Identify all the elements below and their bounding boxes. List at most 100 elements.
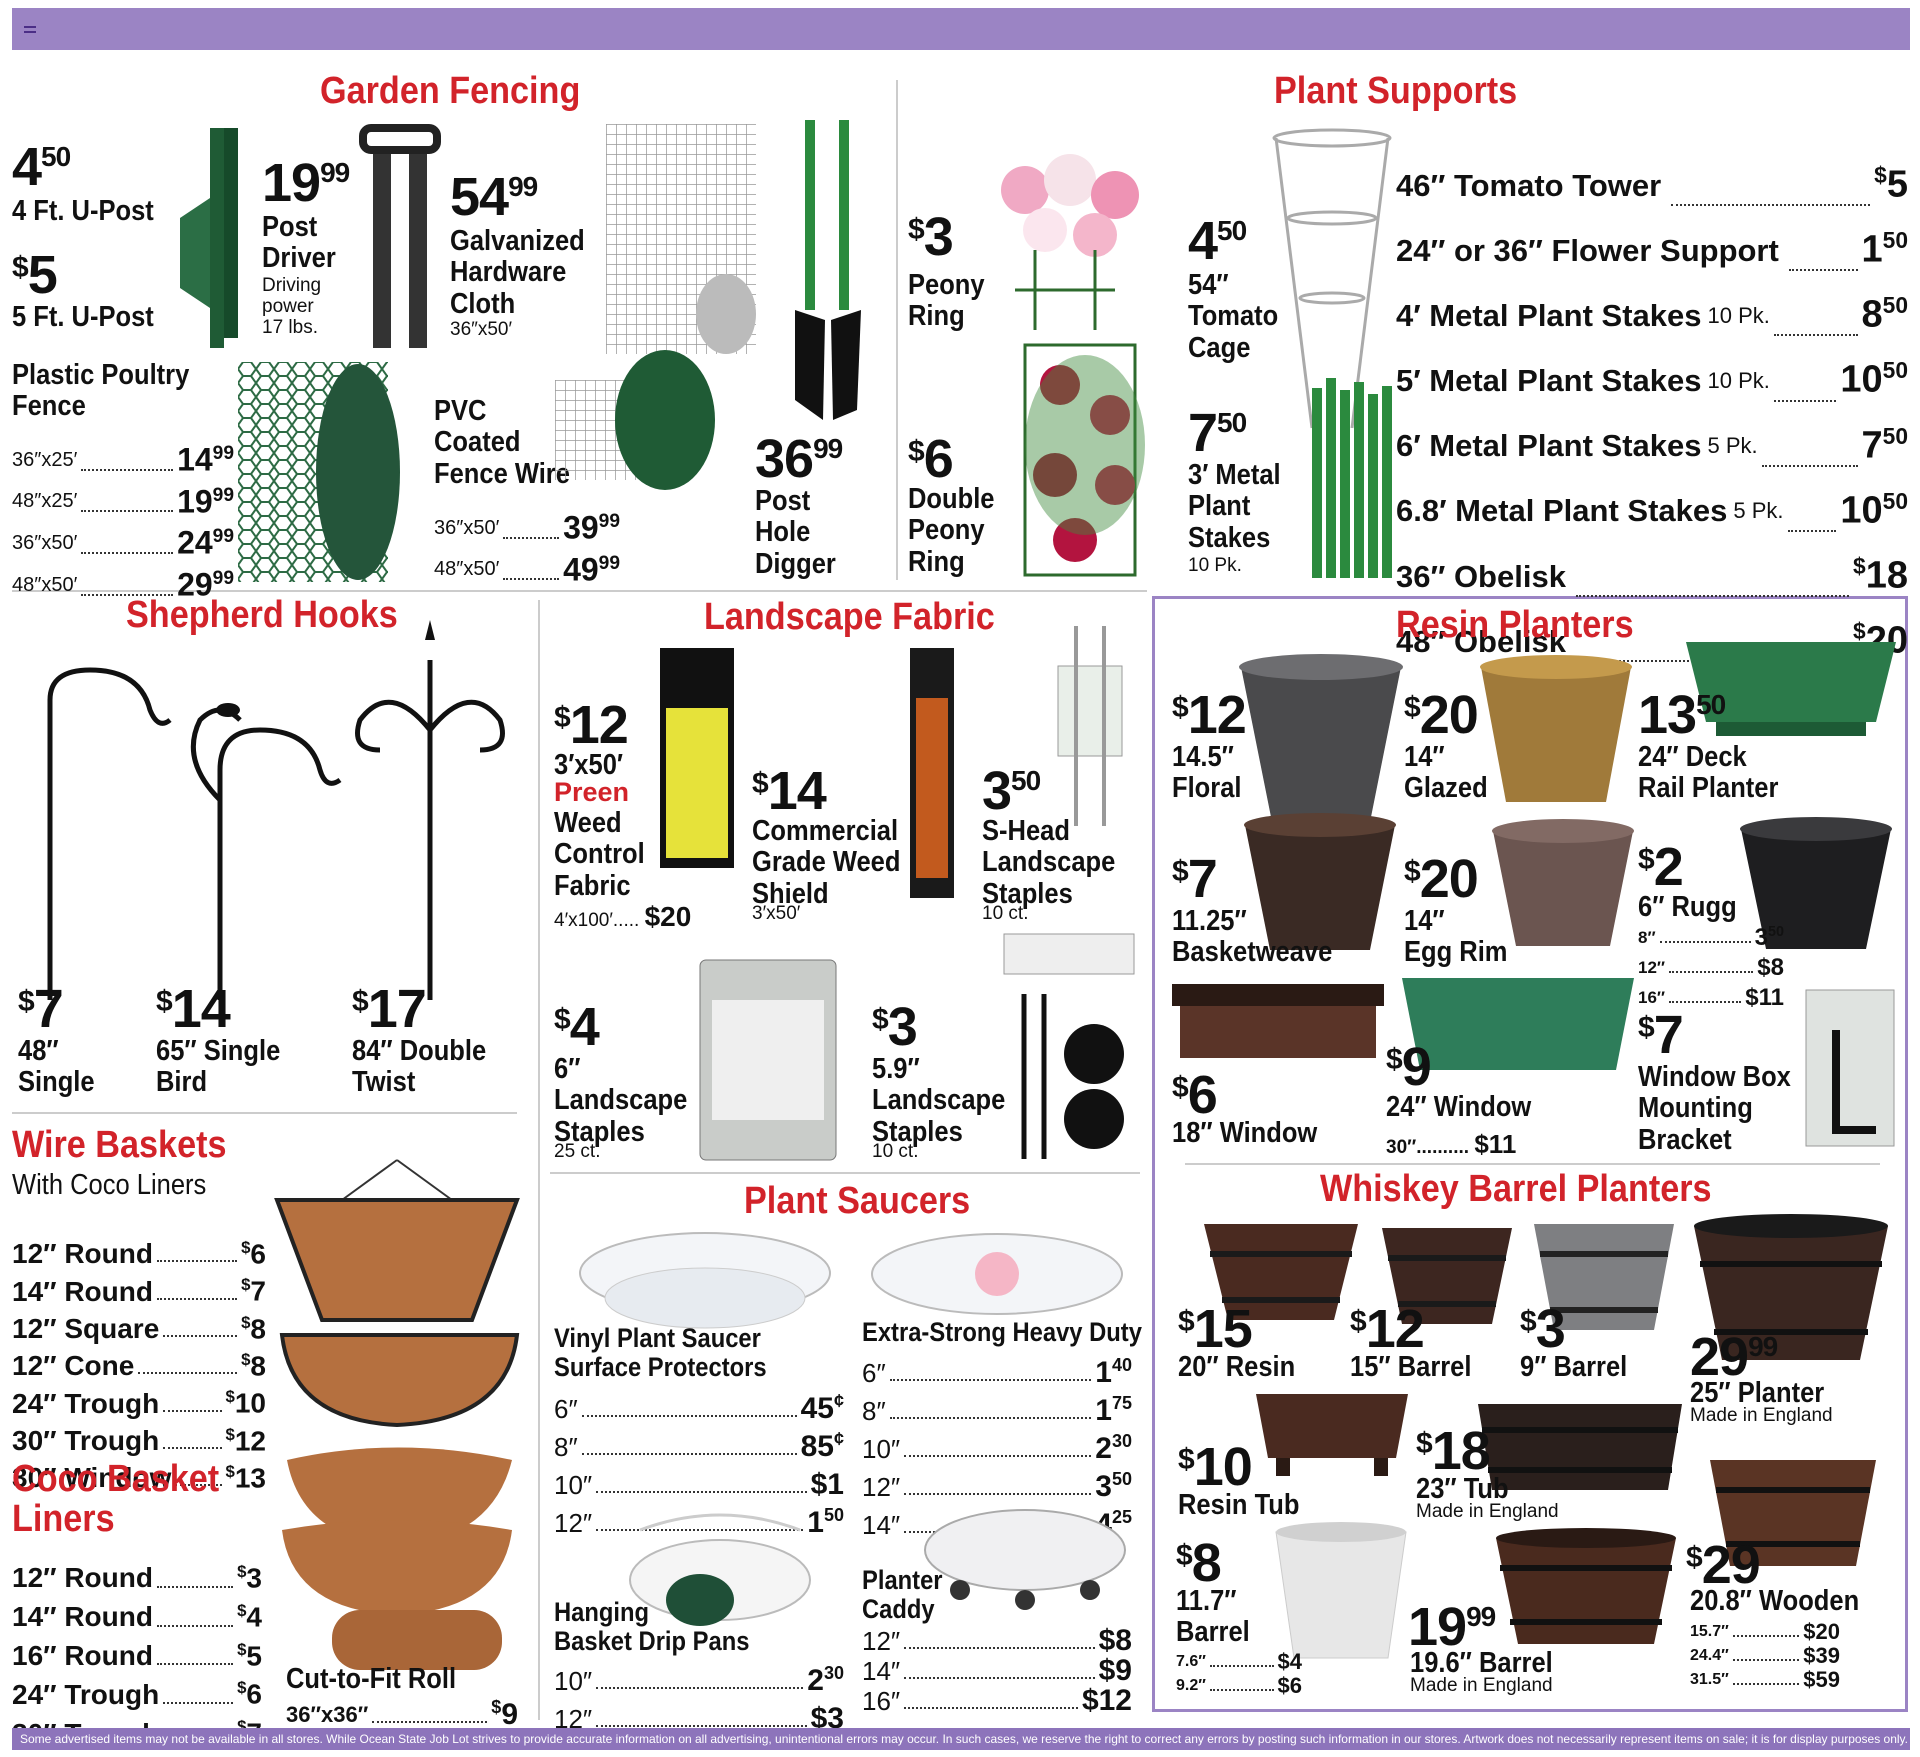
peony-ring-label: Peony Ring — [908, 269, 985, 333]
barrel-117-image — [1275, 1522, 1407, 1659]
price: $6 — [908, 429, 954, 489]
list-item: 6″45¢ — [554, 1391, 844, 1425]
list-item: 7.6″$4 — [1176, 1649, 1302, 1674]
list-item: 36″x36″$9 — [286, 1697, 518, 1731]
post-driver-sub: Driving power 17 lbs. — [262, 275, 322, 338]
list-item: 12″ Round$3 — [12, 1562, 262, 1594]
glazed-label: 14″ Glazed — [1404, 741, 1488, 805]
top-bar — [12, 8, 1910, 50]
planter-25-image — [1694, 1214, 1888, 1360]
deck-rail-planter-image — [1686, 642, 1896, 736]
list-item: 14″ Round$7 — [12, 1275, 266, 1307]
list-item: 12″ Round$6 — [12, 1238, 266, 1270]
list-item: 15.7″$20 — [1690, 1619, 1840, 1644]
list-item: 10″230 — [862, 1431, 1132, 1465]
list-item: 36″ Obelisk$18 — [1396, 552, 1908, 598]
made-in-england: Made in England — [1690, 1405, 1833, 1426]
vinyl-saucer-list: 6″45¢ 8″85¢ 10″$1 12″150 — [554, 1386, 844, 1538]
metal-stakes-sub: 10 Pk. — [1188, 555, 1242, 576]
list-item: 12″ Cone$8 — [12, 1349, 266, 1382]
hook-65-label: 65″ Single Bird — [156, 1035, 281, 1099]
deck-rail-label: 24″ Deck Rail Planter — [1638, 741, 1779, 805]
wire-baskets-image — [274, 1159, 520, 1545]
price: $5 — [12, 245, 58, 305]
poultry-fence-list: 36″x25′1499 48″x25′1999 36″x50′2499 48″x… — [12, 436, 234, 603]
post-driver-label: Post Driver — [262, 211, 336, 275]
coco-liners-title: Coco Basket Liners — [12, 1458, 220, 1540]
wooden-20-label: 20.8″ Wooden — [1690, 1585, 1860, 1617]
list-item: 16″$12 — [862, 1684, 1132, 1717]
barrel-15-label: 15″ Barrel — [1350, 1351, 1472, 1383]
heavy-duty-label: Extra-Strong Heavy Duty — [862, 1317, 1142, 1347]
s-head-staples-image — [1057, 626, 1123, 826]
plant-supports-title: Plant Supports — [1274, 70, 1518, 112]
list-item: 16″ Round$5 — [12, 1639, 262, 1671]
hook-84-label: 84″ Double Twist — [352, 1035, 487, 1099]
list-item: 16″$11 — [1638, 984, 1784, 1011]
made-in-england: Made in England — [1410, 1675, 1553, 1696]
list-item: 6″140 — [862, 1355, 1132, 1389]
price: $10 — [1178, 1437, 1253, 1497]
s-head-sub: 10 ct. — [982, 903, 1029, 924]
glazed-planter-image — [1480, 655, 1632, 802]
price: $12 — [554, 695, 629, 755]
post-hole-digger-image — [795, 120, 861, 420]
peony-ring-image — [1001, 154, 1139, 330]
barrel-117-label: 11.7″ Barrel — [1176, 1585, 1250, 1649]
commercial-weed-shield-label: Commercial Grade Weed Shield — [752, 815, 901, 910]
price: 1999 — [262, 153, 350, 213]
drip-pans-list: 10″230 12″$3 — [554, 1658, 844, 1734]
planter-caddy-image — [924, 1509, 1126, 1610]
list-item: 8″350 — [1638, 924, 1784, 951]
list-item: 8″175 — [862, 1393, 1132, 1427]
resin-section-box — [1152, 596, 1908, 1712]
price: $4 — [554, 997, 600, 1057]
price: $7 — [1172, 849, 1218, 909]
mounting-bracket-image — [1805, 989, 1895, 1147]
cut-to-fit-price: 36″x36″$9 — [286, 1692, 518, 1730]
floral-label: 14.5″ Floral — [1172, 741, 1242, 805]
list-item: 12″ Square$8 — [12, 1312, 266, 1344]
rugg-planter-image — [1740, 817, 1892, 949]
list-item: 24″ Trough$10 — [12, 1387, 266, 1419]
coco-liners-list: 12″ Round$3 14″ Round$4 16″ Round$5 24″ … — [12, 1556, 262, 1750]
window-24-label: 24″ Window — [1386, 1091, 1532, 1123]
wire-baskets-title: Wire Baskets — [12, 1124, 227, 1166]
planter-25-label: 25″ Planter — [1690, 1377, 1825, 1409]
wire-baskets-list: 12″ Round$6 14″ Round$7 12″ Square$8 12″… — [12, 1232, 266, 1493]
double-peony-ring-label: Double Peony Ring — [908, 483, 995, 578]
coco-liners-image — [282, 1520, 512, 1670]
preen-size: 3′x50′ — [554, 749, 624, 781]
post-hole-digger-label: Post Hole Digger — [755, 485, 836, 580]
price: 1350 — [1638, 685, 1726, 745]
price: $9 — [1386, 1037, 1432, 1097]
resin-tub-image — [1256, 1394, 1408, 1476]
pvc-fence-list: 36″x50′3999 48″x50′4999 — [434, 504, 620, 588]
window-24-image — [1402, 978, 1634, 1070]
list-item: 24″ Trough$6 — [12, 1678, 262, 1710]
u-post-image — [180, 128, 238, 348]
price: $20 — [1404, 685, 1479, 745]
u-post-4ft-label: 4 Ft. U-Post — [12, 195, 154, 227]
plant-supports-list: 46″ Tomato Tower$5 24″ or 36″ Flower Sup… — [1396, 148, 1908, 669]
cut-to-fit-label: Cut-to-Fit Roll — [286, 1663, 457, 1695]
commercial-roll-image — [910, 648, 954, 898]
price: $17 — [352, 979, 427, 1039]
tomato-cage-label: 54″ Tomato Cage — [1188, 269, 1279, 364]
planter-caddy-list: 12″$8 14″$9 16″$12 — [862, 1626, 1132, 1717]
preen-roll-image — [660, 648, 734, 868]
vinyl-saucer-label: Vinyl Plant Saucer Surface Protectors — [554, 1323, 767, 1383]
list-item: 10″230 — [554, 1663, 844, 1697]
drip-pans-label: Hanging Basket Drip Pans — [554, 1597, 750, 1657]
wooden-20-list: 15.7″$20 24.4″$39 31.5″$59 — [1690, 1620, 1840, 1692]
made-in-england: Made in England — [1416, 1501, 1559, 1522]
five-nine-staples-image — [1003, 933, 1135, 1159]
double-peony-ring-image — [1023, 343, 1145, 577]
hardware-cloth-sub: 36″x50′ — [450, 319, 513, 340]
vinyl-saucer-image — [579, 1232, 831, 1329]
list-item: 48″x25′1999 — [12, 483, 234, 520]
price: $14 — [752, 761, 827, 821]
six-inch-staples-label: 6″ Landscape Staples — [554, 1053, 688, 1148]
menu-icon[interactable] — [24, 26, 36, 33]
whiskey-barrel-title: Whiskey Barrel Planters — [1320, 1168, 1712, 1210]
